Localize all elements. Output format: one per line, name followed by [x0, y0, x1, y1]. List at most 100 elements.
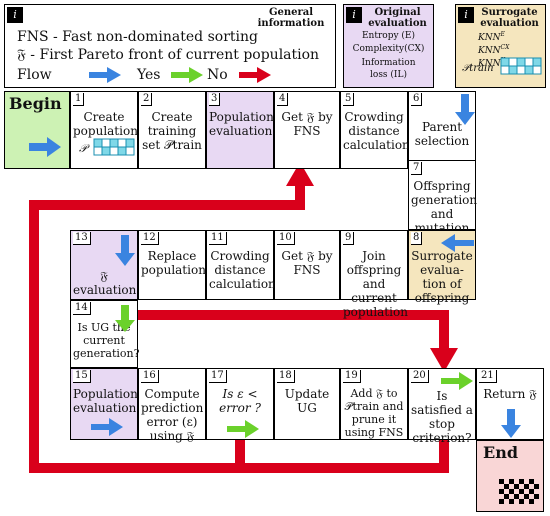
step-number: 3	[209, 93, 221, 106]
no-line-from-step14	[138, 310, 449, 352]
step-18-update-ug: 18 Update UG	[274, 368, 340, 440]
yes-arrow-right-icon	[227, 420, 259, 438]
entropy-label: Entropy (E)	[361, 31, 415, 41]
step-number: 17	[209, 370, 227, 383]
general-info-box: i General information FNS - Fast non-dom…	[4, 4, 336, 88]
step-label: Population evaluation	[209, 110, 274, 138]
loss-label: loss (IL)	[370, 70, 407, 80]
surrogate-evaluation-title: Surrogate evaluation	[480, 7, 539, 29]
step-label: 𝔉 evaluation	[73, 269, 137, 297]
step-4-get-front: 4 Get 𝔉 by FNS	[274, 91, 340, 169]
info-icon: i	[346, 7, 362, 23]
step-label: Replace population	[141, 249, 206, 277]
knn-infoloss-label: KNN	[478, 59, 501, 69]
yes-arrow-down-icon	[115, 305, 135, 332]
training-set-grid-icon	[500, 57, 542, 75]
step-number: 5	[343, 93, 355, 106]
population-grid-icon	[93, 138, 135, 156]
step-number: 8	[411, 232, 423, 245]
step-label: Offspring generation and mutation	[411, 179, 478, 235]
no-line-from-step20	[240, 440, 449, 473]
step-number: 21	[479, 370, 497, 383]
knn-entropy-label: KNN	[478, 33, 501, 43]
step-label: Parent selection	[414, 120, 470, 148]
knn-complexity-label: KNN	[478, 46, 501, 56]
step-17-error-check: 17 Is ε < error ?	[206, 368, 274, 440]
step-number: 12	[141, 232, 159, 245]
step-5-crowding-distance: 5 Crowding distance calculation	[340, 91, 410, 169]
step-label: Get 𝔉 by FNS	[281, 249, 333, 277]
step-label: Update UG	[284, 387, 330, 415]
step-12-replace-population: 12 Replace population	[138, 230, 206, 300]
step-label: Create population	[73, 110, 138, 138]
original-evaluation-box: i Original evaluation Entropy (E) Comple…	[343, 4, 434, 88]
step-13-front-evaluation: 13 𝔉 evaluation	[70, 230, 138, 300]
checkered-flag-icon	[499, 479, 539, 504]
step-number: 6	[411, 93, 423, 106]
step-number: 16	[141, 370, 159, 383]
step-8-surrogate-evaluation: 8 Surrogate evalua-tion of offspring	[408, 230, 476, 305]
flow-arrow-down-icon	[455, 94, 475, 125]
step-label: Crowding distance calculation	[343, 110, 410, 152]
step-11-crowding-distance: 11 Crowding distance calculation	[206, 230, 276, 300]
step-number: 9	[343, 232, 355, 245]
step-16-compute-error: 16 Compute prediction error (ε) using 𝔉	[138, 368, 206, 443]
flow-arrow-right-icon	[29, 137, 61, 157]
flow-arrow-left-icon	[441, 234, 474, 252]
step-2-create-training-set: 2 Create training set 𝒫train	[138, 91, 206, 169]
step-number: 15	[73, 370, 91, 383]
step-label: Is satisfied a stop criterion?	[411, 389, 473, 445]
step-number: 4	[277, 93, 289, 106]
flow-legend-arrow-icon	[89, 67, 121, 83]
step-7-offspring-generation: 7 Offspring generation and mutation	[408, 160, 477, 235]
no-arrow-to-step4	[286, 162, 314, 186]
legend-yes-label: Yes	[137, 67, 161, 83]
step-15-population-evaluation: 15 Population evaluation	[70, 368, 138, 440]
yes-legend-arrow-icon	[171, 67, 203, 83]
step-20-stop-criterion: 20 Is satisfied a stop criterion?	[408, 368, 476, 445]
step-label: Return 𝔉	[483, 387, 537, 401]
step-number: 10	[277, 232, 295, 245]
step-14-ug-check: 14 Is UG the current generation?	[70, 300, 140, 368]
knn-entropy-sup: E	[500, 31, 505, 38]
pareto-front-definition: 𝔉 - First Pareto front of current popula…	[17, 47, 320, 63]
flow-arrow-right-icon	[91, 418, 123, 436]
step-number: 7	[411, 162, 423, 175]
step-3-population-evaluation: 3 Population evaluation	[206, 91, 274, 169]
step-6-parent-selection: 6 Parent selection	[408, 91, 476, 169]
no-legend-arrow-icon	[239, 67, 271, 83]
step-9-join-offspring: 9 Join offspring and current population	[340, 230, 408, 319]
flow-arrow-down-icon	[501, 409, 521, 438]
fns-definition: FNS - Fast non-dominated sorting	[17, 29, 258, 45]
begin-box: Begin	[4, 91, 70, 169]
step-21-return-front: 21 Return 𝔉	[476, 368, 544, 440]
step-1-create-population: 1 Create population 𝒫	[70, 91, 138, 169]
population-symbol: 𝒫	[79, 142, 87, 155]
step-label: Is ε < error ?	[219, 387, 261, 415]
step-label: Add 𝔉 to 𝒫train and prune it using FNS	[344, 387, 404, 439]
step-label: Population evaluation	[73, 387, 138, 415]
step-number: 11	[209, 232, 227, 245]
complexity-label: Complexity(CX)	[352, 44, 425, 54]
legend-no-label: No	[207, 67, 228, 83]
ptrain-label: 𝒫train	[462, 63, 494, 74]
info-icon: i	[458, 7, 474, 23]
step-label: Create training set 𝒫train	[142, 110, 202, 152]
step-number: 2	[141, 93, 153, 106]
surrogate-evaluation-box: i Surrogate evaluation KNNE KNNCX KNNIL …	[455, 4, 546, 88]
step-10-get-front: 10 Get 𝔉 by FNS	[274, 230, 340, 300]
knn-complexity-sup: CX	[500, 44, 510, 51]
yes-arrow-right-icon	[441, 372, 473, 390]
step-number: 1	[73, 93, 85, 106]
end-box: End	[476, 440, 544, 512]
step-number: 18	[277, 370, 295, 383]
step-label: Get 𝔉 by FNS	[281, 110, 333, 138]
step-19-add-front: 19 Add 𝔉 to 𝒫train and prune it using FN…	[340, 368, 408, 440]
step-label: Compute prediction error (ε) using 𝔉	[141, 387, 204, 443]
flow-arrow-down-icon	[115, 235, 135, 266]
step-number: 19	[343, 370, 361, 383]
step-label: Surrogate evalua-tion of offspring	[411, 249, 473, 305]
general-info-title: General information	[257, 7, 325, 29]
end-label: End	[483, 443, 519, 462]
